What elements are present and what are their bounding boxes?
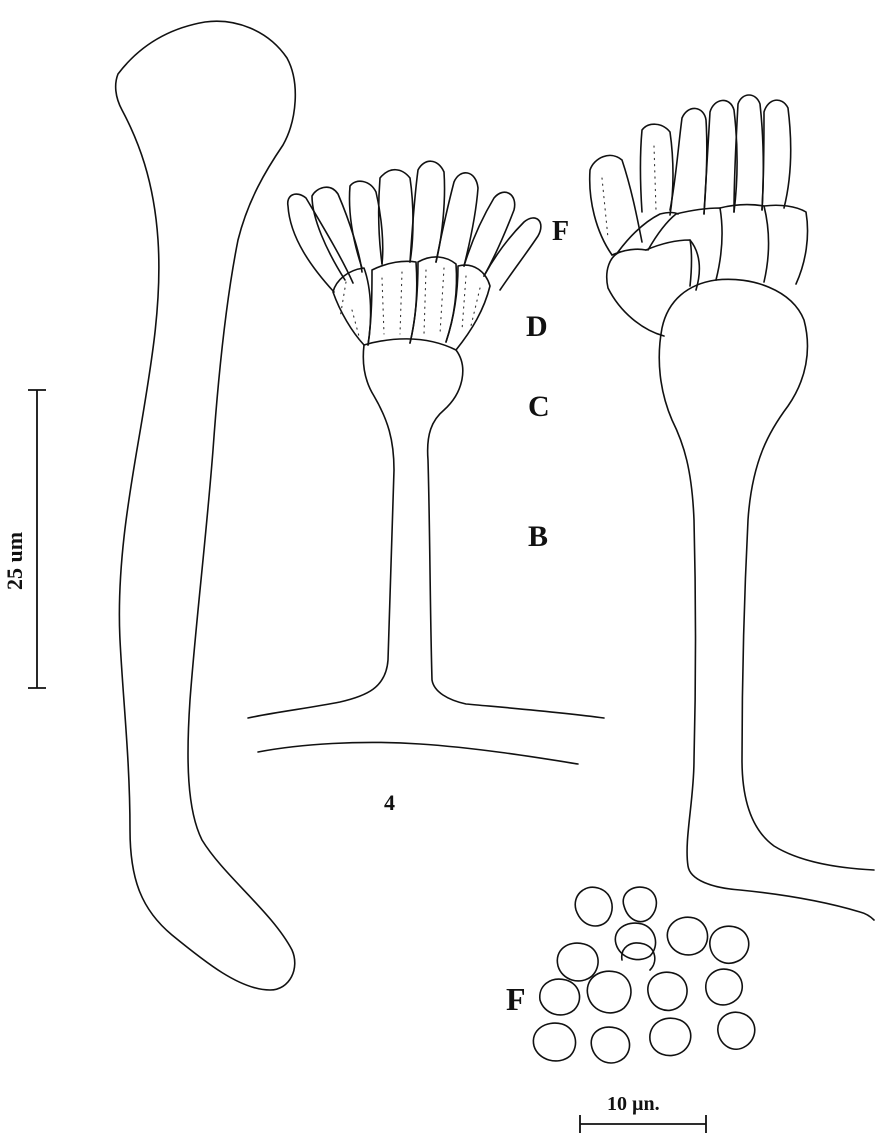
left-conidiophore-outline bbox=[116, 21, 296, 990]
scale-bar-10um bbox=[580, 1115, 706, 1133]
label-C-vesicle: C bbox=[528, 390, 550, 423]
scale-bar-25um bbox=[28, 390, 46, 688]
middle-phialides bbox=[288, 161, 541, 292]
scale-bar-10um-label: 10 µn. bbox=[607, 1093, 660, 1115]
scale-bar-25um-label: 25 um bbox=[2, 532, 27, 590]
middle-metulae bbox=[333, 257, 490, 350]
label-F-spores: F bbox=[506, 981, 526, 1017]
conidia-cluster bbox=[533, 887, 754, 1063]
middle-substrate-hypha bbox=[258, 742, 578, 764]
label-B-stipe: B bbox=[528, 520, 548, 553]
label-F-phialides: F bbox=[552, 216, 569, 247]
middle-stipe-left bbox=[248, 345, 394, 718]
figure-number: 4 bbox=[384, 790, 395, 815]
label-D-metulae: D bbox=[526, 310, 548, 343]
middle-vesicle-stipe bbox=[364, 339, 604, 718]
right-stipe-right bbox=[716, 279, 874, 870]
right-metulae bbox=[607, 205, 808, 336]
right-phialides bbox=[590, 95, 791, 255]
right-vesicle-stipe bbox=[659, 280, 874, 920]
